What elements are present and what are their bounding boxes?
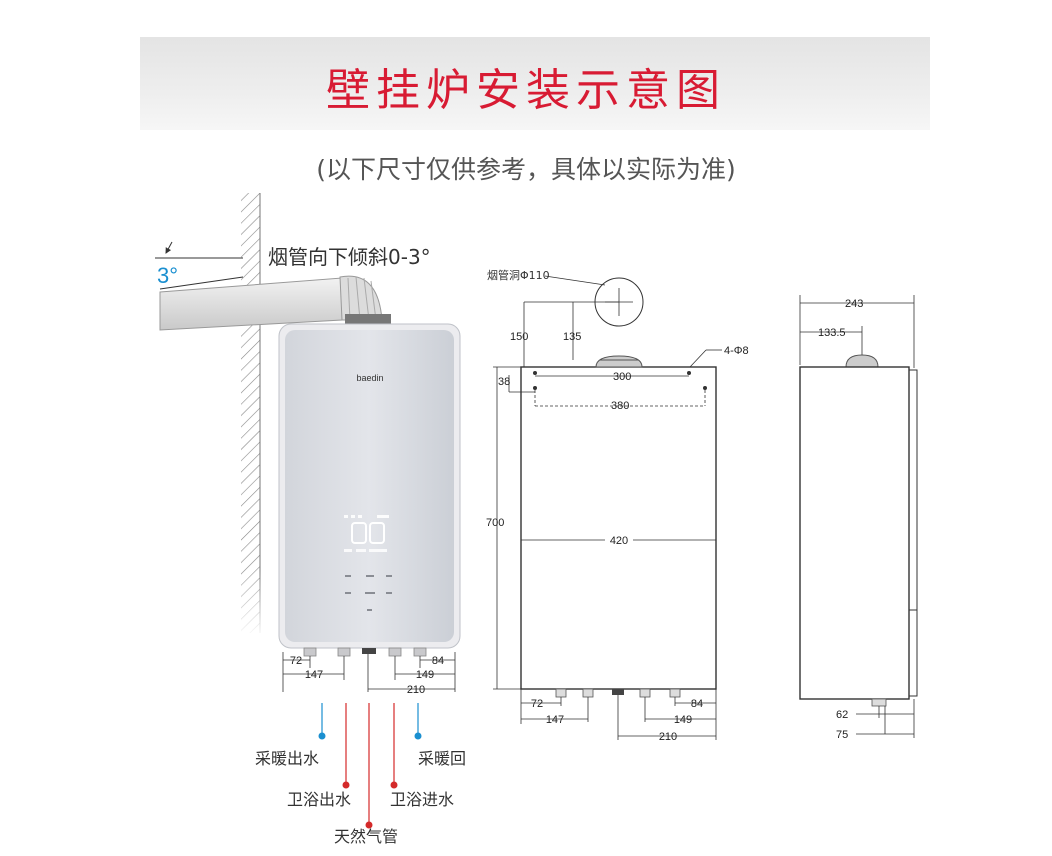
label-bath-out: 卫浴出水: [287, 790, 351, 809]
flue-elbow: [339, 275, 383, 321]
flue-slope-note: 烟管向下倾斜0-3°: [268, 245, 431, 269]
panel-button[interactable]: [367, 609, 372, 611]
mounting-holes-label: 4-Φ8: [724, 345, 749, 357]
panel-button[interactable]: [345, 575, 351, 577]
connector-gas: [362, 648, 376, 654]
dim-210: 210: [407, 684, 425, 696]
dim-300: 300: [613, 371, 631, 383]
dim-700: 700: [486, 517, 504, 529]
side-dimension-view: 243 133.5 62 75: [799, 295, 918, 741]
front-view-flue-outlet: [595, 355, 643, 368]
flue-collar: [345, 314, 391, 326]
wall-mounted-view: 3° 烟管向下倾斜0-3° baedin: [155, 193, 466, 846]
panel-button[interactable]: [345, 592, 351, 594]
dim-38: 38: [498, 376, 510, 388]
dim-147: 147: [305, 669, 323, 681]
dim-72: 72: [290, 655, 302, 667]
panel-button[interactable]: [386, 575, 392, 577]
flue-pipe: [159, 277, 343, 331]
side-view-body: [799, 366, 910, 700]
display-digit-2: [369, 522, 385, 544]
label-gas-pipe: 天然气管: [334, 827, 398, 846]
dim-243: 243: [845, 298, 863, 310]
dim-147-front: 147: [546, 714, 564, 726]
connector-heating-return: [413, 647, 427, 657]
label-heating-return: 采暖回: [418, 749, 466, 768]
title-banner: [140, 37, 930, 130]
dim-75: 75: [836, 729, 848, 741]
panel-button[interactable]: [365, 592, 375, 594]
dim-84-front: 84: [691, 698, 703, 710]
label-bath-in: 卫浴进水: [390, 790, 454, 809]
dim-420: 420: [610, 535, 628, 547]
dim-210-front: 210: [659, 731, 677, 743]
connector-heating-out: [303, 647, 317, 657]
front-dimension-view: 烟管洞Φ110 150 135 4-Φ8 38 300: [486, 268, 749, 743]
dim-84: 84: [432, 655, 444, 667]
label-heating-out: 采暖出水: [255, 749, 319, 768]
angle-label: 3°: [157, 263, 178, 288]
page-title: 壁挂炉安装示意图: [326, 65, 726, 116]
dim-149-front: 149: [674, 714, 692, 726]
connector-bath-out: [337, 647, 351, 657]
dim-133-5: 133.5: [818, 327, 846, 339]
panel-button[interactable]: [366, 575, 374, 577]
dim-135: 135: [563, 331, 581, 343]
panel-button[interactable]: [386, 592, 392, 594]
brand-logo: baedin: [356, 373, 383, 383]
side-view-flue-outlet: [845, 354, 879, 368]
page-subtitle: (以下尺寸仅供参考，具体以实际为准): [316, 155, 736, 184]
dim-149: 149: [416, 669, 434, 681]
dim-380: 380: [611, 400, 629, 412]
control-panel: [344, 515, 392, 611]
side-view-back-bracket: [908, 369, 918, 697]
dim-72-front: 72: [531, 698, 543, 710]
connector-bath-in: [388, 647, 402, 657]
dim-62: 62: [836, 709, 848, 721]
flue-hole-label: 烟管洞Φ110: [487, 268, 550, 282]
dim-150: 150: [510, 331, 528, 343]
display-digit-1: [351, 522, 367, 544]
front-view-body: [520, 366, 717, 690]
boiler-front-panel: [285, 330, 454, 642]
wall: [241, 193, 260, 633]
